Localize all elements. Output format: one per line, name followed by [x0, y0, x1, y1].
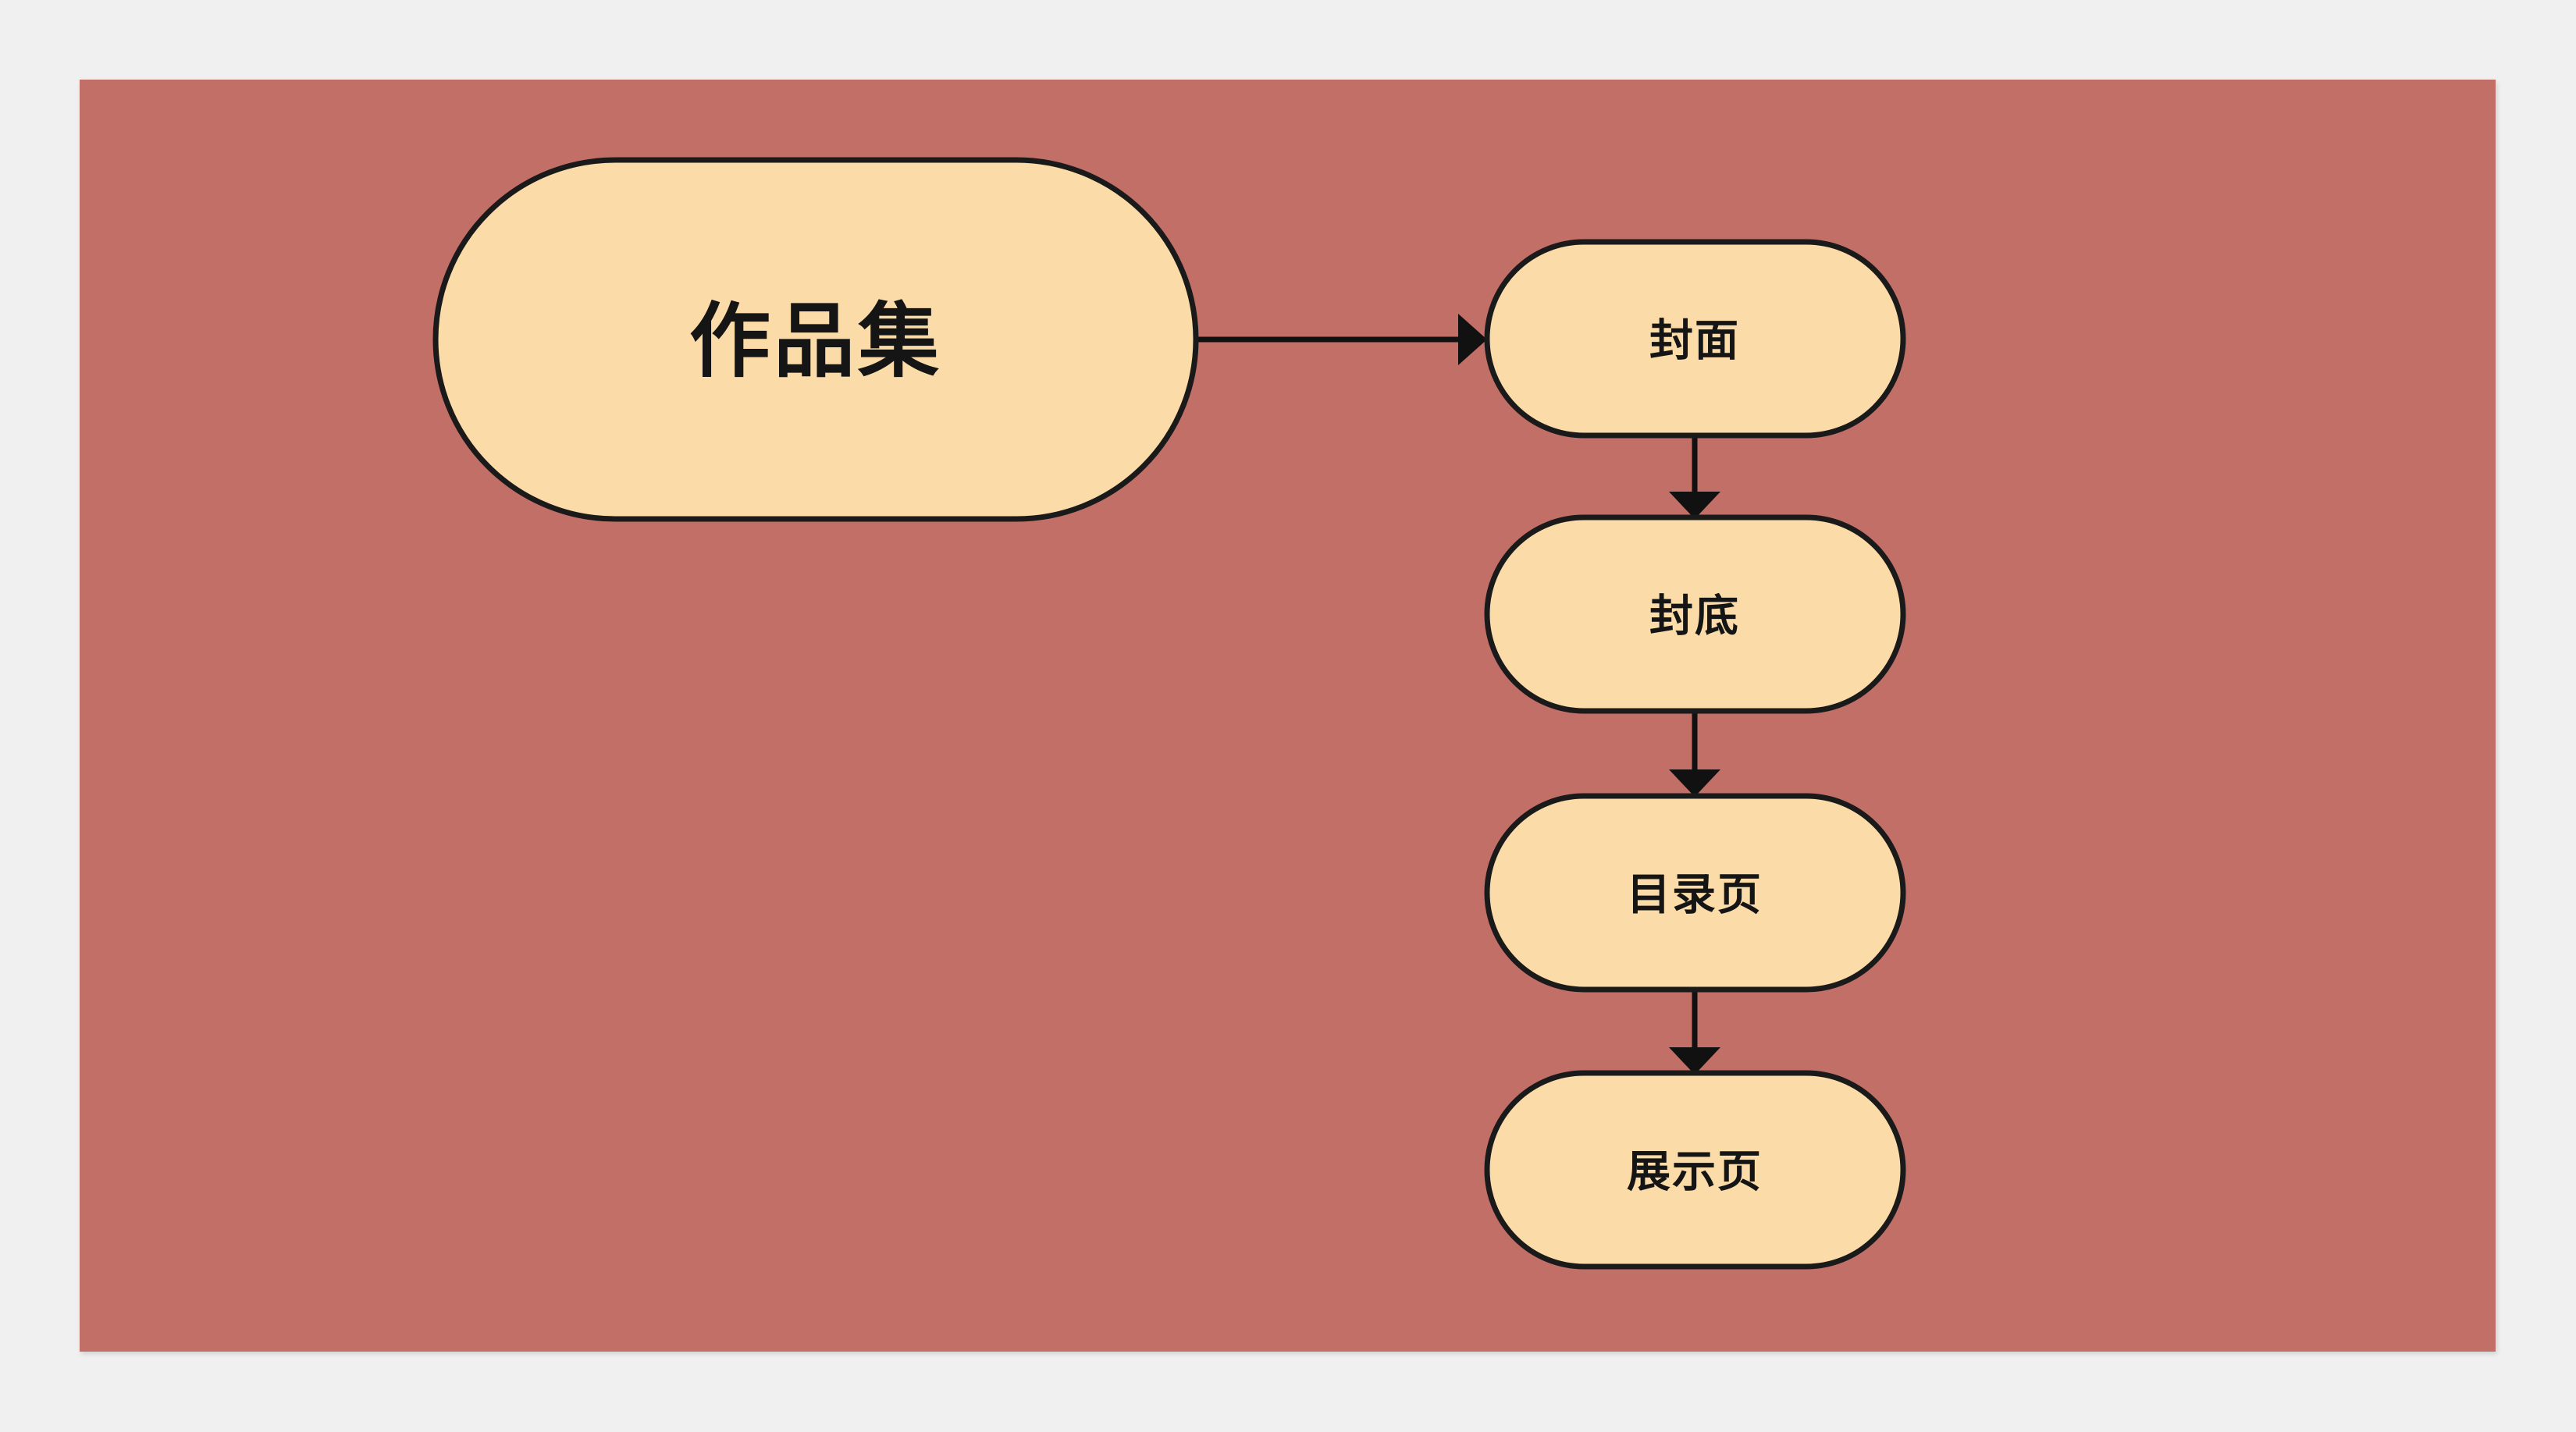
- node-back-cover-label: 封底: [1649, 592, 1740, 641]
- node-showcase[interactable]: 展示页: [1484, 1070, 1906, 1270]
- node-back-cover-shape[interactable]: [1484, 514, 1906, 714]
- node-contents-shape[interactable]: [1484, 793, 1906, 993]
- node-contents[interactable]: 目录页: [1484, 793, 1906, 993]
- arrowhead-icon: [1669, 492, 1720, 519]
- node-showcase-label: 展示页: [1627, 1147, 1763, 1196]
- node-cover-shape[interactable]: [1484, 239, 1906, 439]
- arrowhead-icon: [1669, 769, 1720, 797]
- edge-cover-to-back-cover: [1669, 435, 1720, 519]
- edge-contents-to-showcase: [1669, 990, 1720, 1075]
- node-portfolio-shape[interactable]: [432, 157, 1199, 522]
- node-cover-label: 封面: [1649, 316, 1740, 365]
- arrowhead-icon: [1669, 1047, 1720, 1075]
- node-portfolio[interactable]: 作品集: [432, 157, 1199, 522]
- edge-back-cover-to-contents: [1669, 711, 1720, 797]
- node-back-cover[interactable]: 封底: [1484, 514, 1906, 714]
- node-contents-label: 目录页: [1627, 870, 1763, 919]
- node-portfolio-label: 作品集: [689, 297, 942, 387]
- node-showcase-shape[interactable]: [1484, 1070, 1906, 1270]
- arrowhead-icon: [1458, 314, 1487, 365]
- node-cover[interactable]: 封面: [1484, 239, 1906, 439]
- edge-portfolio-to-cover: [1196, 314, 1487, 365]
